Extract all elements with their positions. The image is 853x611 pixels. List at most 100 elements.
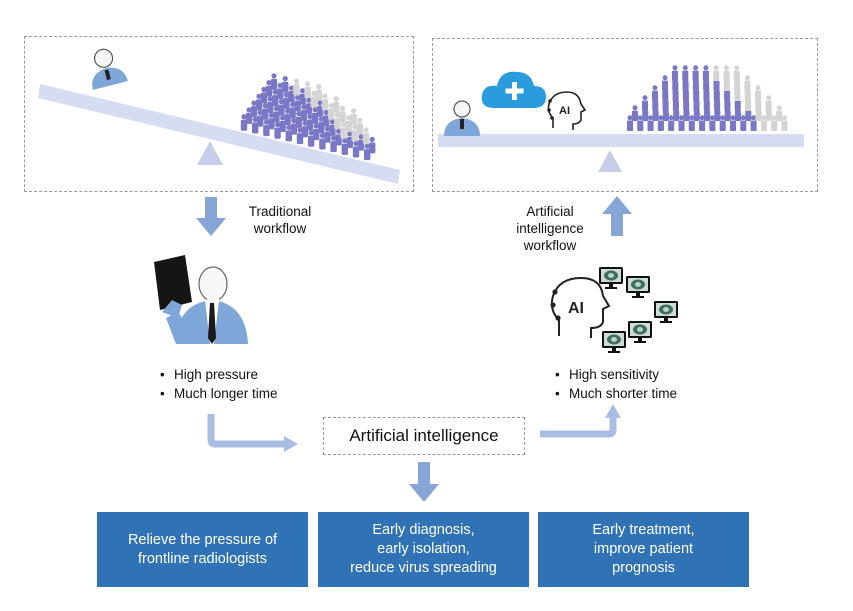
patient-figure [364,143,371,161]
patient-figure [295,111,302,128]
patient-figure [263,119,270,137]
bullet-item: Much longer time [160,384,278,403]
patient-figure [626,115,634,131]
patient-figure [284,108,291,126]
cloud-plus-icon [481,71,546,108]
patient-figure [340,121,347,139]
down-arrow-outputs [409,462,439,502]
patient-figure [641,95,649,111]
ai-head-large-label: AI [568,300,584,317]
patient-figure [245,107,253,124]
xray-film-icon [154,255,192,310]
patient-figure [273,105,280,123]
patient-figure [729,115,737,131]
patient-figure [250,100,258,118]
patient-figure [319,132,326,150]
tilted-beam [38,84,400,184]
up-arrow-ai [602,196,632,236]
patient-figure [709,115,716,131]
ai-bullets: High sensitivity Much shorter time [555,365,677,403]
patient-figure [744,75,751,91]
patient-figure [334,112,341,130]
patient-figure [290,118,297,135]
ct-monitor-icon [602,331,626,353]
patient-figure [713,65,720,81]
patient-figure [750,115,757,131]
patient-figure [754,85,762,101]
patient-figure [760,115,767,131]
patient-figure [352,140,360,158]
patient-figure [323,109,330,127]
traditional-bullets: High pressure Much longer time [160,365,278,403]
ct-monitor-icon [628,321,652,343]
patient-figure [272,89,279,107]
patient-figure [702,65,709,81]
level-beam [438,134,804,147]
patient-figure [339,105,346,123]
doctor-icon [162,266,248,344]
patient-figure [637,115,644,131]
patient-figure [781,115,788,131]
patient-figure [311,107,319,124]
patient-figure [776,105,783,121]
patient-crowd-icon [240,73,376,161]
patient-figure [651,85,659,101]
bullet-item: High pressure [160,365,278,384]
patient-figure [647,115,654,131]
patient-crowd-icon [626,65,788,131]
patient-figure [313,123,320,140]
patient-figure [240,114,248,131]
patient-figure [305,97,312,115]
ai-head-icon: AI [550,276,611,338]
patient-figure [668,115,675,131]
patient-figure [329,119,336,136]
patient-figure [740,115,747,131]
patient-figure [294,94,301,112]
down-arrow-traditional [196,197,226,236]
patient-figure [324,126,331,143]
patient-figure [285,124,292,142]
patient-figure [357,134,365,151]
patient-figure [277,82,284,100]
ai-head-label: AI [559,105,570,117]
patient-figure [300,104,307,122]
patient-figure [771,115,778,131]
patient-figure [657,115,664,131]
fulcrum-left [197,141,223,165]
patient-figure [678,115,685,131]
bullet-item: Much shorter time [555,384,677,403]
patient-figure [318,116,325,134]
patient-figure [321,93,329,111]
doctor-icon [444,100,480,136]
ai-head-icon: AI [547,91,587,130]
patient-figure [301,120,309,138]
patient-figure [288,85,295,103]
patient-figure [333,96,340,113]
patient-figure [262,103,269,120]
patient-figure [282,75,289,93]
patient-figure [278,99,285,116]
patient-figure [350,108,357,125]
patient-figure [268,112,275,130]
patient-figure [328,102,335,120]
patient-figure [723,65,730,81]
patient-figure [293,78,300,96]
patient-figure [304,81,311,98]
patient-figure [699,115,706,131]
bent-arrow-left [207,414,284,448]
patient-figure [310,90,317,108]
output-early-treatment: Early treatment, improve patient prognos… [538,512,749,587]
patient-figure [671,65,679,81]
patient-figure [346,131,353,149]
patient-figure [308,130,315,147]
patient-figure [279,115,286,132]
output-early-diagnosis: Early diagnosis, early isolation, reduce… [318,512,529,587]
patient-figure [733,65,740,81]
patient-figure [341,138,348,155]
patient-figure [362,127,370,144]
bent-arrow-right [540,418,617,438]
patient-figure [345,115,352,132]
patient-figure [335,128,342,146]
